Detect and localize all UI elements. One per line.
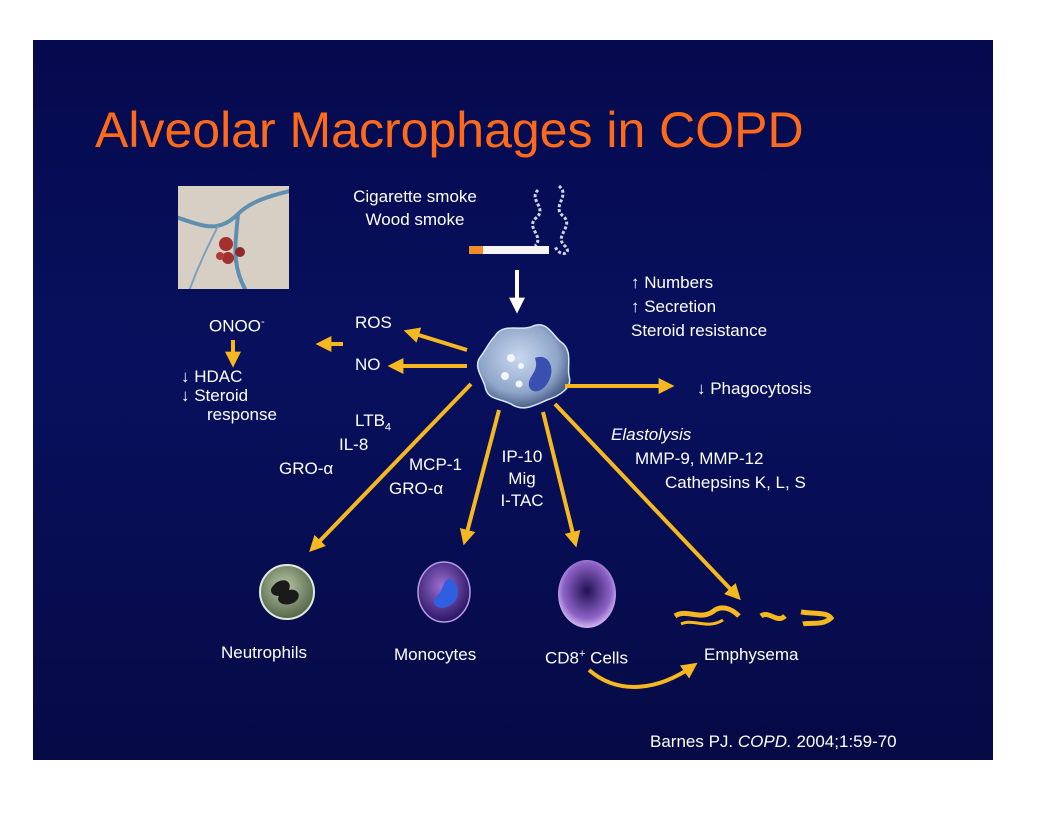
label-onoo: ONOO- xyxy=(209,312,265,337)
arrow-to-ros xyxy=(409,332,467,350)
label-ros: ROS xyxy=(355,312,392,333)
label-il8: IL-8 xyxy=(339,434,368,455)
label-hdac: ↓ HDAC xyxy=(181,366,242,387)
label-gro-alpha-monocyte: GRO-α xyxy=(389,478,443,499)
label-mig: Mig xyxy=(489,468,555,489)
label-no: NO xyxy=(355,354,381,375)
label-mmp: MMP-9, MMP-12 xyxy=(635,448,763,469)
label-cd8-cells: CD8+ Cells xyxy=(545,644,628,669)
smoke-wisp-icon xyxy=(533,190,540,246)
label-phagocytosis: ↓ Phagocytosis xyxy=(697,378,811,399)
smoke-wisp-icon xyxy=(555,186,567,254)
slide: Alveolar Macrophages in COPD Cigarette s… xyxy=(33,40,993,760)
emphysema-fragment-icon xyxy=(675,608,739,616)
lung-micrograph-image xyxy=(178,186,289,289)
label-numbers: ↑ Numbers xyxy=(631,272,713,293)
label-emphysema: Emphysema xyxy=(704,644,798,665)
label-cathepsins: Cathepsins K, L, S xyxy=(665,472,806,493)
label-mcp1: MCP-1 xyxy=(409,454,462,475)
label-wood-smoke: Wood smoke xyxy=(343,209,487,230)
label-secretion: ↑ Secretion xyxy=(631,296,716,317)
slide-title: Alveolar Macrophages in COPD xyxy=(95,102,804,158)
cigarette-tip-icon xyxy=(469,246,483,254)
label-neutrophils: Neutrophils xyxy=(221,642,307,663)
label-response: response xyxy=(207,404,277,425)
label-elastolysis: Elastolysis xyxy=(611,424,691,445)
cd8-cell-icon xyxy=(558,560,616,628)
label-monocytes: Monocytes xyxy=(394,644,476,665)
arrow-cd8-to-emphysema xyxy=(589,666,693,687)
emphysema-fragment-icon xyxy=(681,620,723,624)
label-itac: I-TAC xyxy=(489,490,555,511)
citation: Barnes PJ. COPD. 2004;1:59-70 xyxy=(650,732,897,752)
label-steroid-resistance: Steroid resistance xyxy=(631,320,767,341)
label-ip10: IP-10 xyxy=(489,446,555,467)
label-steroid: ↓ Steroid xyxy=(181,385,248,406)
emphysema-fragment-icon xyxy=(761,614,785,618)
label-gro-alpha-neutrophil: GRO-α xyxy=(279,458,333,479)
label-cigarette-smoke: Cigarette smoke xyxy=(343,186,487,207)
emphysema-fragment-icon xyxy=(801,612,831,624)
